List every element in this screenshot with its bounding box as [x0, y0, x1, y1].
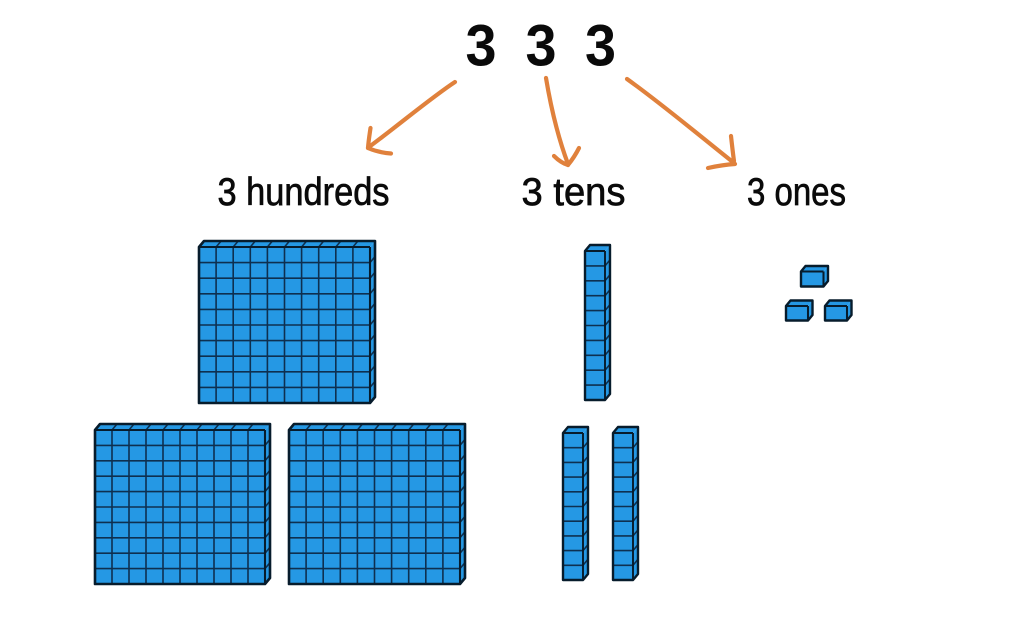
svg-text:3: 3: [526, 14, 557, 79]
svg-text:3: 3: [585, 14, 616, 79]
svg-text:3: 3: [466, 14, 497, 79]
svg-text:3 hundreds: 3 hundreds: [218, 171, 390, 214]
svg-text:3 tens: 3 tens: [522, 171, 626, 214]
svg-text:3 ones: 3 ones: [747, 171, 846, 214]
